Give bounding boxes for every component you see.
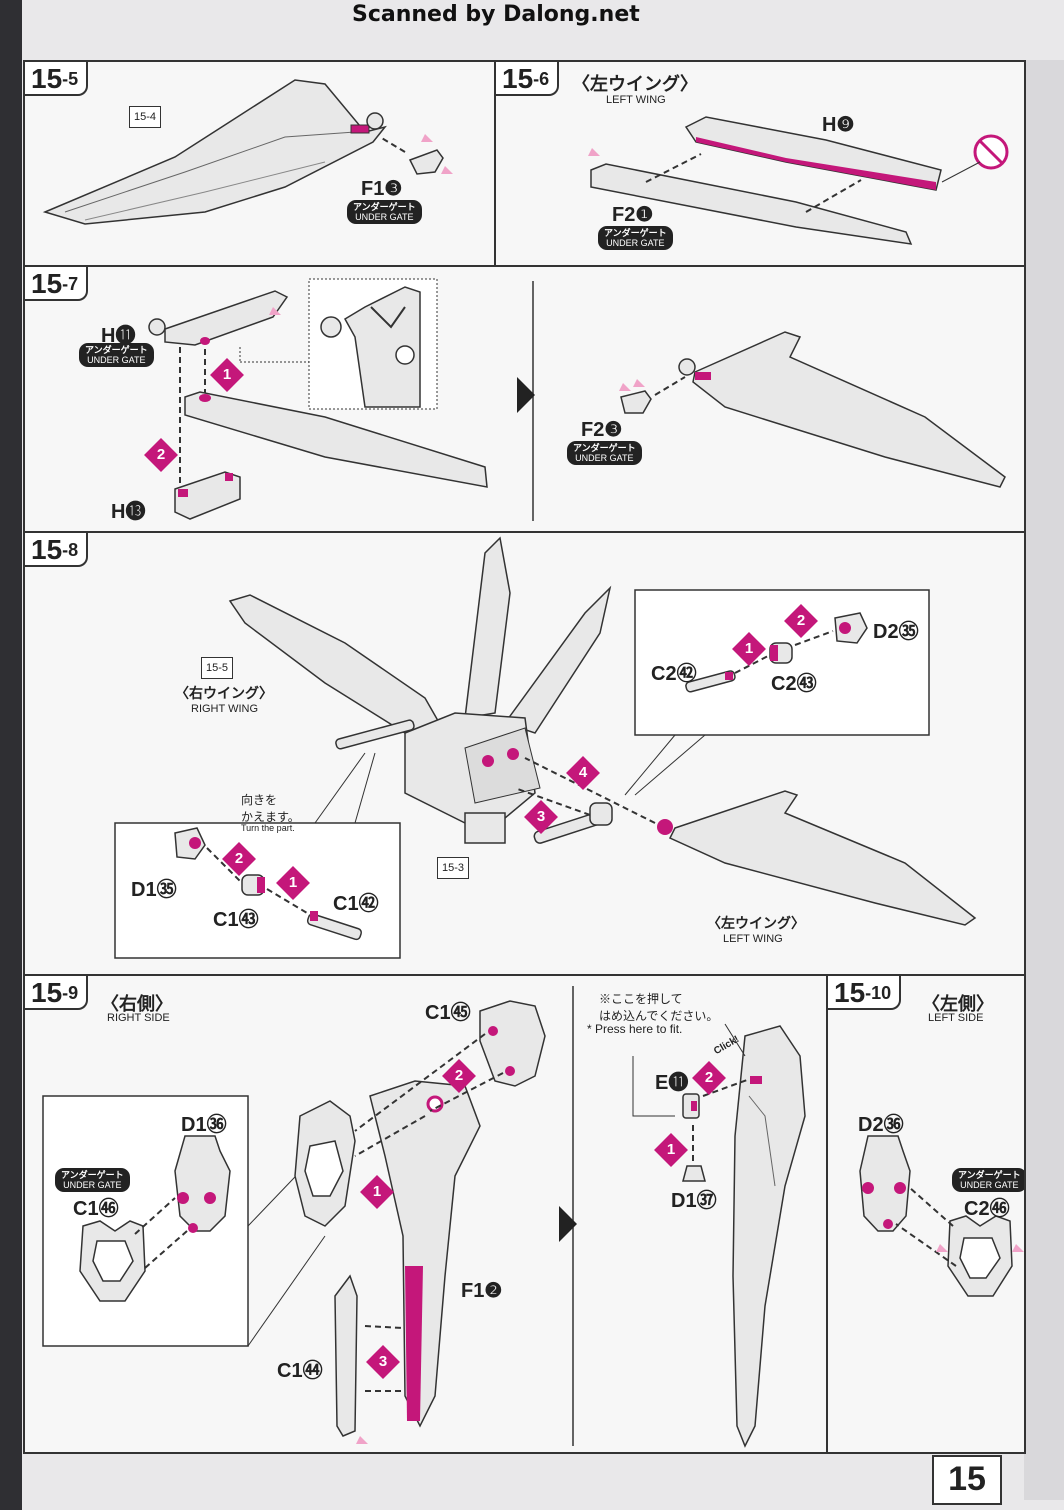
- part-D2-36: D2㊱: [858, 1114, 904, 1136]
- step-badge-2: 2: [144, 438, 178, 472]
- part-D1-37: D1㊲: [671, 1190, 717, 1212]
- part-C2-43: C2㊸: [771, 673, 817, 695]
- scan-credit: Scanned by Dalong.net: [352, 2, 640, 27]
- right-side-title: 〈右側〉: [101, 994, 173, 1014]
- press-note-jp: ※ここを押してはめ込んでください。: [599, 992, 719, 1023]
- step-badge-1: 1: [654, 1133, 688, 1167]
- reference-15-3: 15-3: [437, 857, 470, 879]
- step-number: 15-5: [25, 62, 89, 96]
- wing-illustration: [42, 79, 453, 225]
- turn-part-note-en: Turn the part.: [241, 823, 295, 833]
- step-badge-2: 2: [442, 1059, 476, 1093]
- wing-illustration: [588, 116, 1009, 245]
- step-badge-1: 1: [732, 632, 766, 666]
- step-badge-3: 3: [366, 1345, 400, 1379]
- reference-15-4: 15-4: [129, 106, 162, 128]
- part-E-11: E⓫: [655, 1072, 689, 1094]
- right-wing-label: 〈右ウイング〉: [175, 685, 273, 701]
- step-number: 15-6: [496, 62, 560, 96]
- page-number: 15: [932, 1455, 1002, 1505]
- part-F2-1: F2❶: [612, 204, 654, 226]
- wing-assembly-illustration: [148, 278, 1006, 521]
- step-badge-2: 2: [222, 842, 256, 876]
- step-number: 15-7: [25, 267, 89, 301]
- step-badge-3: 3: [524, 800, 558, 834]
- part-D1-36: D1㊱: [181, 1114, 227, 1136]
- left-wing-title: 〈左ウイング〉: [572, 74, 698, 94]
- left-wing-label: 〈左ウイング〉: [707, 915, 805, 931]
- part-F2-3: F2❸: [581, 419, 623, 441]
- left-side-title: 〈左側〉: [922, 994, 994, 1014]
- part-F1-3: F1❸: [361, 178, 403, 200]
- step-badge-2: 2: [692, 1061, 726, 1095]
- step-number: 15-8: [25, 533, 89, 567]
- step-number: 15-10: [828, 976, 902, 1010]
- part-C1-45: C1㊺: [425, 1002, 471, 1024]
- backpack-assembly-illustration: [114, 536, 977, 959]
- left-wing-label-en: LEFT WING: [723, 933, 783, 945]
- right-margin: [1024, 60, 1064, 1500]
- step-15-9-panel: 15-9 〈右側〉 RIGHT SIDE: [23, 974, 829, 1454]
- turn-part-note-jp: 向きをかえます。: [241, 793, 300, 824]
- step-badge-2: 2: [784, 604, 818, 638]
- part-C1-44: C1㊹: [277, 1360, 323, 1382]
- side-armor-illustration: [859, 1135, 1024, 1297]
- left-side-title-en: LEFT SIDE: [928, 1012, 984, 1024]
- step-badge-1: 1: [210, 358, 244, 392]
- part-C2-42: C2㊷: [651, 663, 697, 685]
- part-H-11: H⓫: [101, 325, 136, 347]
- part-C1-46: C1㊻: [73, 1198, 119, 1220]
- step-badge-4: 4: [566, 756, 600, 790]
- step-15-8-panel: 15-8: [23, 531, 1026, 976]
- step-badge-1: 1: [276, 866, 310, 900]
- step-badge-1: 1: [360, 1175, 394, 1209]
- reference-15-5: 15-5: [201, 657, 234, 679]
- part-C1-43: C1㊸: [213, 909, 259, 931]
- press-note-en: * Press here to fit.: [587, 1022, 683, 1036]
- right-wing-label-en: RIGHT WING: [191, 703, 259, 715]
- left-dark-strip: [0, 0, 22, 1510]
- step-number: 15-9: [25, 976, 89, 1010]
- left-wing-title-en: LEFT WING: [606, 94, 666, 106]
- part-D2-35: D2㉟: [873, 621, 919, 643]
- part-C1-42: C1㊷: [333, 893, 379, 915]
- part-F1-2: F1❷: [461, 1280, 503, 1302]
- side-armor-illustration: [42, 986, 806, 1448]
- part-D1-35: D1㉟: [131, 879, 177, 901]
- right-side-title-en: RIGHT SIDE: [107, 1012, 170, 1024]
- part-C2-46: C2㊻: [964, 1198, 1010, 1220]
- part-H-9: H❾: [822, 114, 855, 136]
- part-H-13: H⓭: [111, 501, 146, 523]
